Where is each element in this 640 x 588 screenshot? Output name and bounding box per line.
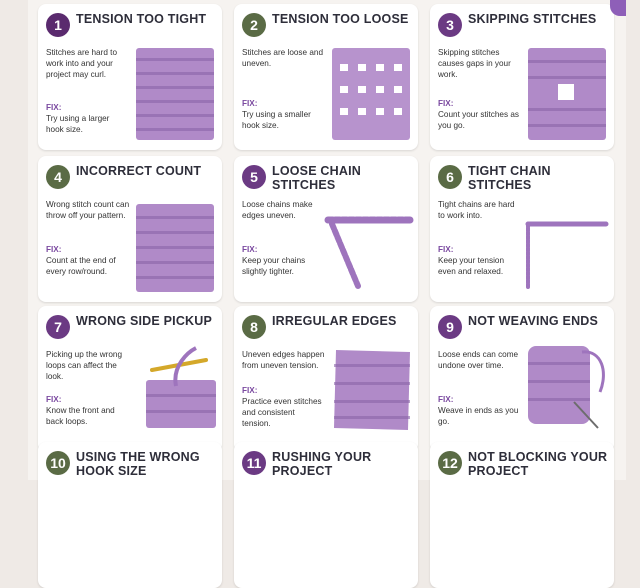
count-swatch-illustration bbox=[136, 204, 214, 292]
tip-card-4: 4 INCORRECT COUNT Wrong stitch count can… bbox=[38, 156, 222, 302]
tip-card-3: 3 SKIPPING STITCHES Skipping stitches ca… bbox=[430, 4, 614, 150]
tip-description: Tight chains are hard to work into. bbox=[438, 200, 515, 220]
hook-swatch-illustration bbox=[146, 346, 216, 428]
tip-title: IRREGULAR EDGES bbox=[272, 314, 397, 328]
fix-text: Weave in ends as you go. bbox=[438, 406, 519, 426]
gap-swatch-illustration bbox=[528, 48, 606, 140]
tip-number-badge: 12 bbox=[438, 451, 462, 475]
tip-number-badge: 3 bbox=[438, 13, 462, 37]
tip-card-11: 11 RUSHING YOUR PROJECT bbox=[234, 442, 418, 588]
tip-title: INCORRECT COUNT bbox=[76, 164, 202, 178]
fix-label: FIX: bbox=[242, 245, 258, 254]
weaving-ends-swatch-illustration bbox=[528, 346, 605, 429]
fix-text: Keep your chains slightly tighter. bbox=[242, 256, 306, 276]
loose-chain-illustration bbox=[324, 216, 414, 289]
fix-text: Try using a larger hook size. bbox=[46, 114, 110, 134]
tip-card-12: 12 NOT BLOCKING YOUR PROJECT bbox=[430, 442, 614, 588]
tip-title: SKIPPING STITCHES bbox=[468, 12, 597, 26]
tip-card-9: 9 NOT WEAVING ENDS Loose ends can come u… bbox=[430, 306, 614, 452]
tip-number-badge: 9 bbox=[438, 315, 462, 339]
fix-label: FIX: bbox=[438, 395, 454, 404]
tip-number-badge: 11 bbox=[242, 451, 266, 475]
fix-text: Know the front and back loops. bbox=[46, 406, 115, 426]
tip-number-badge: 10 bbox=[46, 451, 70, 475]
tip-description: Loose chains make edges uneven. bbox=[242, 200, 313, 220]
infographic-sheet: 1 TENSION TOO TIGHT Stitches are hard to… bbox=[28, 0, 626, 588]
fix-text: Count at the end of every row/round. bbox=[46, 256, 116, 276]
fix-text: Practice even stitches and consistent te… bbox=[242, 397, 322, 428]
tip-description: Skipping stitches causes gaps in your wo… bbox=[438, 48, 511, 79]
tip-description: Picking up the wrong loops can affect th… bbox=[46, 350, 123, 381]
fix-label: FIX: bbox=[46, 103, 62, 112]
fix-label: FIX: bbox=[438, 99, 454, 108]
tip-card-2: 2 TENSION TOO LOOSE Stitches are loose a… bbox=[234, 4, 418, 150]
fix-label: FIX: bbox=[46, 395, 62, 404]
fix-text: Keep your tension even and relaxed. bbox=[438, 256, 504, 276]
tip-card-1: 1 TENSION TOO TIGHT Stitches are hard to… bbox=[38, 4, 222, 150]
tip-title: TENSION TOO TIGHT bbox=[76, 12, 207, 26]
tip-card-5: 5 LOOSE CHAIN STITCHES Loose chains make… bbox=[234, 156, 418, 302]
tip-title: USING THE WRONG HOOK SIZE bbox=[76, 450, 200, 478]
tip-number-badge: 6 bbox=[438, 165, 462, 189]
tip-description: Stitches are loose and uneven. bbox=[242, 48, 324, 68]
tip-title: TIGHT CHAIN STITCHES bbox=[468, 164, 551, 192]
tip-title: RUSHING YOUR PROJECT bbox=[272, 450, 372, 478]
tip-number-badge: 8 bbox=[242, 315, 266, 339]
tight-chain-illustration bbox=[525, 221, 609, 290]
tip-title: NOT WEAVING ENDS bbox=[468, 314, 599, 328]
tip-number-badge: 7 bbox=[46, 315, 70, 339]
tip-number-badge: 1 bbox=[46, 13, 70, 37]
fix-label: FIX: bbox=[46, 245, 62, 254]
fix-label: FIX: bbox=[242, 99, 258, 108]
tight-swatch-illustration bbox=[136, 48, 214, 140]
tip-description: Stitches are hard to work into and your … bbox=[46, 48, 117, 79]
tip-description: Loose ends can come undone over time. bbox=[438, 350, 519, 370]
loose-swatch-illustration bbox=[332, 48, 410, 140]
fix-label: FIX: bbox=[242, 386, 258, 395]
fix-label: FIX: bbox=[438, 245, 454, 254]
tip-card-10: 10 USING THE WRONG HOOK SIZE bbox=[38, 442, 222, 588]
tip-title: WRONG SIDE PICKUP bbox=[76, 314, 213, 328]
tip-card-7: 7 WRONG SIDE PICKUP Picking up the wrong… bbox=[38, 306, 222, 452]
tip-title: LOOSE CHAIN STITCHES bbox=[272, 164, 362, 192]
tip-title: NOT BLOCKING YOUR PROJECT bbox=[468, 450, 608, 478]
fix-text: Try using a smaller hook size. bbox=[242, 110, 311, 130]
corner-decoration bbox=[610, 0, 626, 16]
tip-card-8: 8 IRREGULAR EDGES Uneven edges happen fr… bbox=[234, 306, 418, 452]
tip-number-badge: 4 bbox=[46, 165, 70, 189]
irregular-edge-swatch-illustration bbox=[334, 350, 410, 430]
tip-number-badge: 5 bbox=[242, 165, 266, 189]
tip-description: Wrong stitch count can throw off your pa… bbox=[46, 200, 130, 220]
fix-text: Count your stitches as you go. bbox=[438, 110, 520, 130]
tip-card-6: 6 TIGHT CHAIN STITCHES Tight chains are … bbox=[430, 156, 614, 302]
tip-title: TENSION TOO LOOSE bbox=[272, 12, 409, 26]
tip-description: Uneven edges happen from uneven tension. bbox=[242, 350, 325, 370]
tip-number-badge: 2 bbox=[242, 13, 266, 37]
